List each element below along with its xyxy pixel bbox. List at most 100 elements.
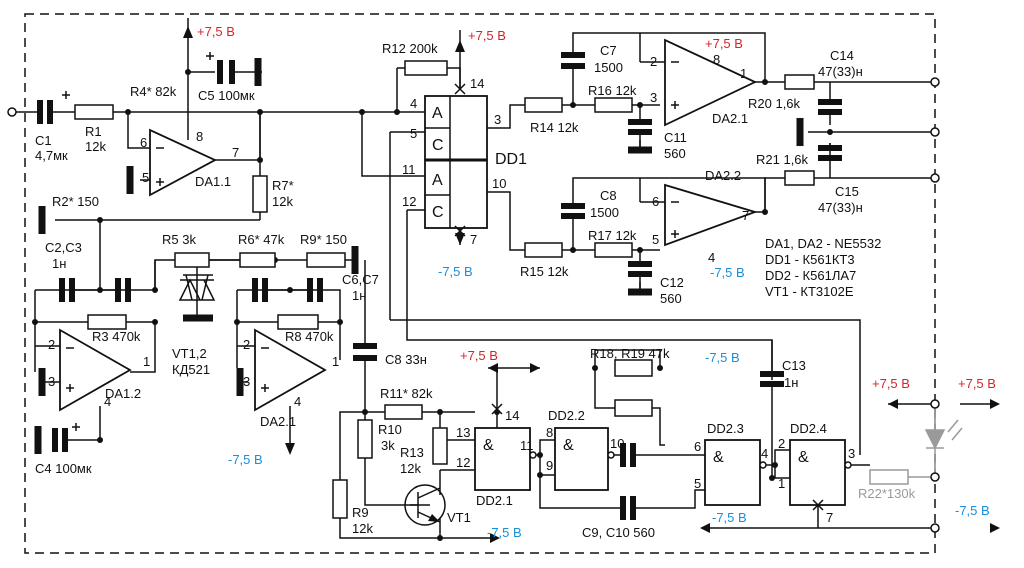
label-c1-val: 4,7мк bbox=[35, 148, 68, 163]
label-da2-1b: DA2.1 bbox=[712, 111, 748, 126]
label-c2c3: C2,C3 bbox=[45, 240, 82, 255]
label-r10: R10 bbox=[378, 422, 402, 437]
label-dd21: DD2.1 bbox=[476, 493, 513, 508]
label-r4: R4* 82k bbox=[130, 84, 177, 99]
label-dd22: DD2.2 bbox=[548, 408, 585, 423]
label-r11: R11* 82k bbox=[380, 386, 433, 401]
label-dd24-p3: 3 bbox=[848, 446, 855, 461]
label-dd1-p7: 7 bbox=[470, 232, 477, 247]
label-r12: R12 200k bbox=[382, 41, 438, 56]
label-dd24-p1: 1 bbox=[778, 476, 785, 491]
label-dd1-p5: 5 bbox=[410, 126, 417, 141]
label-r22: R22*130k bbox=[858, 486, 916, 501]
nand-symbol-dd23: & bbox=[713, 449, 724, 466]
label-dd24-p2: 2 bbox=[778, 436, 785, 451]
label-dd1-c: C bbox=[432, 137, 444, 154]
label-dd23-p4: 4 bbox=[761, 446, 768, 461]
label-c15: C15 bbox=[835, 184, 859, 199]
label-dd1-p10: 10 bbox=[492, 176, 506, 191]
label-dd21-p14: 14 bbox=[505, 408, 519, 423]
label-dd21-p12: 12 bbox=[456, 455, 470, 470]
label-dd24-p7: 7 bbox=[826, 510, 833, 525]
label-dd1-p4: 4 bbox=[410, 96, 417, 111]
label-r9b: R9 bbox=[352, 505, 369, 520]
led-indicator bbox=[924, 419, 963, 450]
label-r10-val: 3k bbox=[381, 438, 395, 453]
label-c11: C11 bbox=[664, 130, 687, 145]
label-neg-mid: -7,5 В bbox=[705, 350, 740, 365]
capacitors bbox=[35, 50, 842, 520]
label-opa-p3: 3 bbox=[650, 90, 657, 105]
note-dd1: DD1 - К561КТ3 bbox=[765, 252, 855, 267]
label-pwr-r1: +7,5 В bbox=[872, 376, 910, 391]
label-r1: R1 bbox=[85, 124, 102, 139]
opamps bbox=[59, 38, 758, 412]
label-opa-p8: 8 bbox=[713, 52, 720, 67]
label-neg-left: -7,5 В bbox=[228, 452, 263, 467]
diodes-vt12 bbox=[178, 274, 216, 301]
power-arrows bbox=[183, 26, 1000, 543]
label-c9c10: C9, C10 560 bbox=[582, 525, 655, 540]
label-c11-val: 560 bbox=[664, 146, 686, 161]
label-kd521: КД521 bbox=[172, 362, 210, 377]
label-r9b-val: 12k bbox=[352, 521, 373, 536]
label-r14: R14 12k bbox=[530, 120, 579, 135]
label-da22-p4: 4 bbox=[708, 250, 715, 265]
terminals bbox=[7, 77, 940, 533]
label-da11-p5: 5 bbox=[142, 170, 149, 185]
label-vt12: VT1,2 bbox=[172, 346, 207, 361]
label-r13-val: 12k bbox=[400, 461, 421, 476]
label-dd21-p13: 13 bbox=[456, 425, 470, 440]
label-da12-p3: 3 bbox=[48, 374, 55, 389]
label-da11-p6: 6 bbox=[140, 135, 147, 150]
label-c12: C12 bbox=[660, 275, 684, 290]
label-da22-p6: 6 bbox=[652, 194, 659, 209]
label-dd1-a2: A bbox=[432, 172, 443, 189]
label-c7-val: 1500 bbox=[594, 60, 623, 75]
label-r18r19: R18, R19 47k bbox=[590, 346, 670, 361]
label-da22: DA2.2 bbox=[705, 168, 741, 183]
label-r3: R3 470k bbox=[92, 329, 141, 344]
label-c6c7-val: 1н bbox=[352, 288, 366, 303]
label-neg-vt1: -7,5 В bbox=[487, 525, 522, 540]
label-da12-p1: 1 bbox=[143, 354, 150, 369]
label-opa-p1: 1 bbox=[740, 66, 747, 81]
dd1-block bbox=[424, 95, 488, 229]
label-da12: DA1.2 bbox=[105, 386, 141, 401]
label-da22-p5: 5 bbox=[652, 232, 659, 247]
label-pwr-dd1: +7,5 В bbox=[468, 28, 506, 43]
label-c8-val: 1500 bbox=[590, 205, 619, 220]
label-c4: C4 100мк bbox=[35, 461, 92, 476]
text-labels: C1 4,7мк R1 12k R4* 82k C5 100мк +7,5 В … bbox=[35, 24, 996, 540]
label-dd23-p5: 5 bbox=[694, 476, 701, 491]
label-neg-r: -7,5 В bbox=[955, 503, 990, 518]
label-dd1-p11: 11 bbox=[402, 162, 416, 177]
note-opamps: DA1, DA2 - NE5532 bbox=[765, 236, 881, 251]
note-vt1: VT1 - КТ3102Е bbox=[765, 284, 854, 299]
label-r21: R21 1,6k bbox=[756, 152, 809, 167]
wiring bbox=[12, 18, 998, 539]
label-dd23-p6: 6 bbox=[694, 439, 701, 454]
label-da21-p3: 3 bbox=[243, 374, 250, 389]
junction-dots bbox=[32, 69, 833, 541]
ground-symbols bbox=[34, 166, 359, 454]
label-r5: R5 3k bbox=[162, 232, 196, 247]
label-r7: R7* bbox=[272, 178, 294, 193]
label-da11: DA1.1 bbox=[195, 174, 231, 189]
label-vt1: VT1 bbox=[447, 510, 471, 525]
label-neg-dd1: -7,5 В bbox=[438, 264, 473, 279]
label-pwr-da11: +7,5 В bbox=[197, 24, 235, 39]
opamp-signs bbox=[66, 61, 679, 392]
label-r1-val: 12k bbox=[85, 139, 106, 154]
label-c5: C5 100мк bbox=[198, 88, 255, 103]
label-neg-da22: -7,5 В bbox=[710, 265, 745, 280]
label-c15-val: 47(33)н bbox=[818, 200, 863, 215]
label-pwr-dd2: +7,5 В bbox=[460, 348, 498, 363]
label-c13-val: 1н bbox=[784, 375, 798, 390]
label-c6c7: C6,C7 bbox=[342, 272, 379, 287]
label-r15: R15 12k bbox=[520, 264, 569, 279]
label-dd1-a: A bbox=[432, 105, 443, 122]
label-c1: C1 bbox=[35, 133, 52, 148]
label-dd1-p14: 14 bbox=[470, 76, 484, 91]
